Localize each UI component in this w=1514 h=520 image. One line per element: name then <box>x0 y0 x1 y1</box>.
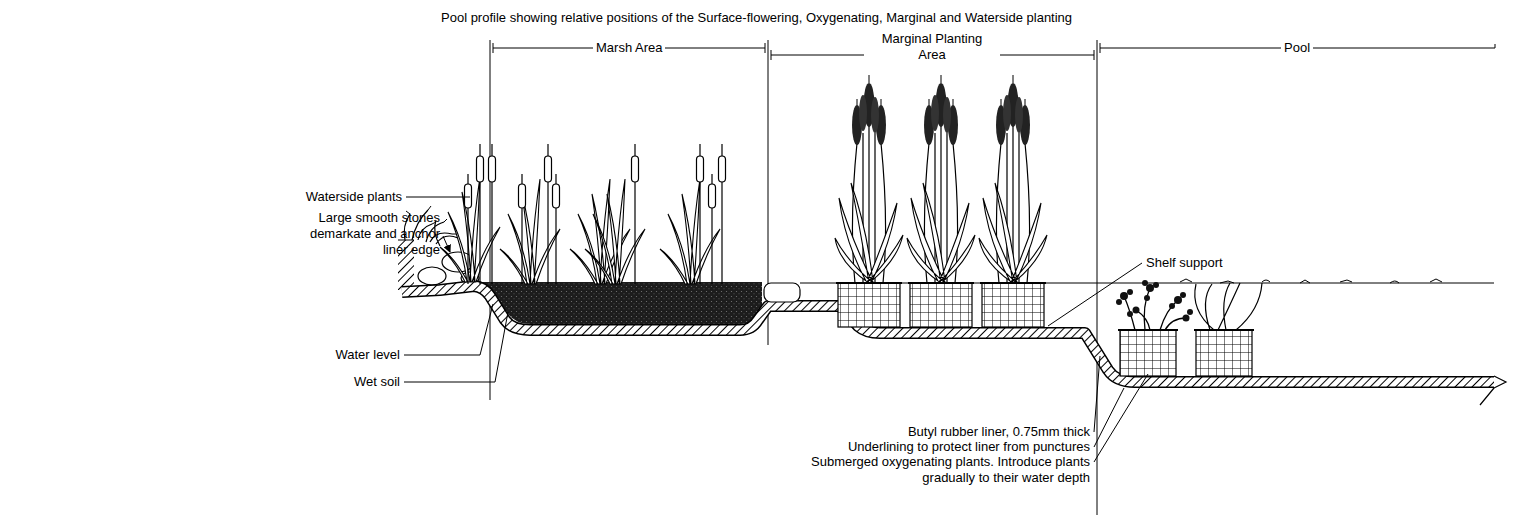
callout-label: Water level <box>335 347 400 363</box>
area-label: Pool <box>1281 40 1313 56</box>
callout-label: Submerged oxygenating plants. Introduce … <box>760 454 1090 486</box>
diagram-title: Pool profile showing relative positions … <box>441 10 1072 26</box>
callout-label: Waterside plants <box>306 189 402 205</box>
callout-label: Large smooth stones demarkate and anchor… <box>302 210 440 258</box>
callout-label: Wet soil <box>354 374 400 390</box>
callout-label: Underlining to protect liner from punctu… <box>848 439 1090 455</box>
area-label: Marginal Planting Area <box>864 31 1000 63</box>
area-label: Marsh Area <box>593 40 665 56</box>
callout-label: Butyl rubber liner, 0.75mm thick <box>908 424 1090 440</box>
callout-label: Shelf support <box>1146 255 1223 271</box>
